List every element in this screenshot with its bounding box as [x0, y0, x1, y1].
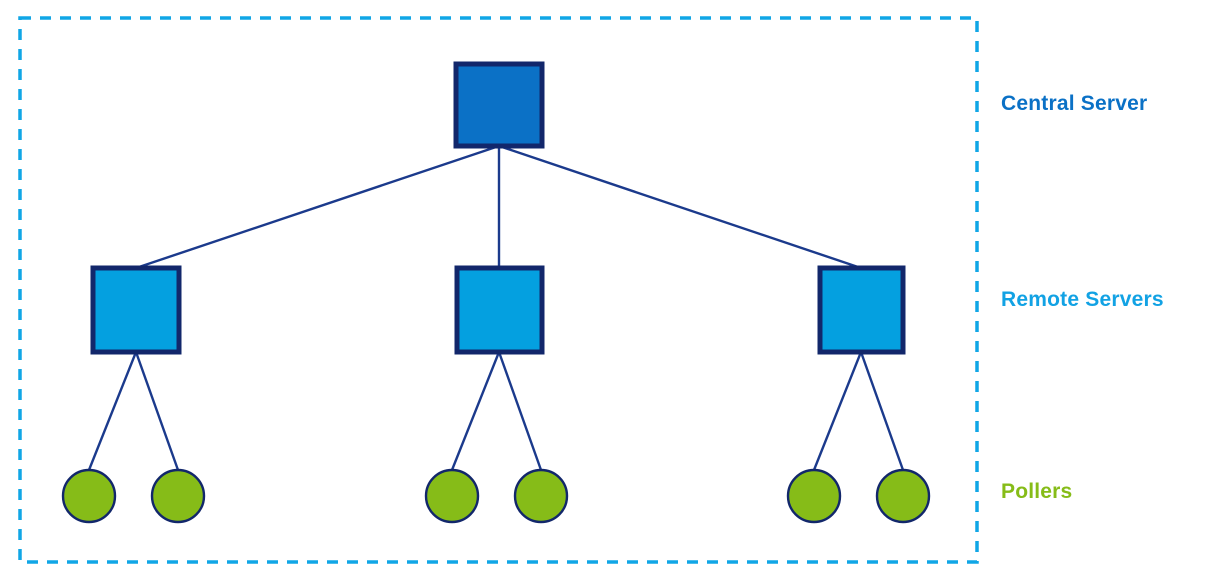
poller-node-4[interactable]	[513, 468, 569, 524]
poller-node-3[interactable]	[424, 468, 480, 524]
link-remote3-poller-5	[812, 351, 863, 471]
remote-server-node-3[interactable]	[817, 265, 906, 355]
link-group-remote-to-pollers	[87, 351, 905, 471]
remote-server-group[interactable]	[90, 265, 906, 355]
poller-node-1[interactable]	[61, 468, 117, 524]
link-group-central-to-remote	[135, 144, 862, 270]
link-remote1-poller-2	[134, 351, 180, 471]
link-remote2-poller-4	[497, 351, 543, 471]
tier-label-remote-servers: Remote Servers	[1001, 288, 1164, 311]
link-central-remote-3	[498, 144, 862, 270]
boundary-dashed-rect	[18, 16, 979, 564]
remote-server-node-1[interactable]	[90, 265, 182, 355]
link-remote3-poller-6	[859, 351, 905, 471]
link-central-remote-1	[135, 144, 500, 270]
link-remote1-poller-1	[87, 351, 138, 471]
link-remote2-poller-3	[450, 351, 501, 471]
poller-group[interactable]	[61, 468, 931, 524]
central-server-group[interactable]	[453, 61, 545, 149]
tier-label-pollers: Pollers	[1001, 480, 1073, 503]
central-server-node[interactable]	[453, 61, 545, 149]
poller-node-2[interactable]	[150, 468, 206, 524]
poller-node-5[interactable]	[786, 468, 842, 524]
remote-server-node-2[interactable]	[454, 265, 545, 355]
poller-node-6[interactable]	[875, 468, 931, 524]
tier-label-central-server: Central Server	[1001, 92, 1148, 115]
